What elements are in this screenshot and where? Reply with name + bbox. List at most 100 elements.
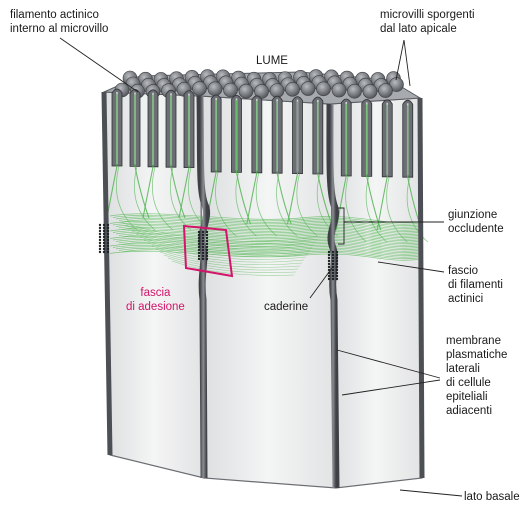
cadherin-dot — [99, 224, 101, 226]
cadherin-dot — [103, 233, 105, 235]
cadherin-dot — [202, 252, 204, 254]
cadherin-dot — [202, 249, 204, 251]
cadherin-dot — [103, 245, 105, 247]
cadherin-dot — [336, 278, 338, 280]
cadherin-dot — [332, 275, 334, 277]
microvillus-tip — [224, 83, 238, 97]
cadherin-dot — [328, 257, 330, 259]
cadherin-dot — [198, 243, 200, 245]
cadherin-dot — [328, 251, 330, 253]
cadherin-dot — [99, 251, 101, 253]
label-actin-filament: filamento actinico interno al microvillo — [10, 8, 108, 36]
cadherin-dot — [206, 243, 208, 245]
cadherin-dot — [198, 249, 200, 251]
cadherin-dot — [206, 252, 208, 254]
cadherin-dot — [332, 263, 334, 265]
cadherin-dot — [99, 227, 101, 229]
cadherin-dot — [336, 251, 338, 253]
cadherin-dot — [99, 230, 101, 232]
cadherin-dot — [107, 239, 109, 241]
cadherin-dot — [198, 252, 200, 254]
cadherin-dot — [336, 266, 338, 268]
microvillus-tip — [270, 84, 284, 98]
microvillus-tip — [301, 82, 315, 96]
membrane-right-edge — [420, 98, 422, 478]
label-basal-side: lato basale — [464, 490, 520, 504]
cadherin-dot — [328, 275, 330, 277]
cadherin-dot — [99, 236, 101, 238]
microvillus-tip — [363, 84, 377, 98]
cadherin-dot — [206, 237, 208, 239]
cadherin-dot — [206, 258, 208, 260]
cadherin-dot — [103, 251, 105, 253]
cadherin-dot — [336, 263, 338, 265]
cadherin-dot — [328, 278, 330, 280]
cadherin-dot — [107, 233, 109, 235]
cadherin-dot — [99, 248, 101, 250]
cadherin-dot — [206, 255, 208, 257]
label-microvilli: microvilli sporgenti dal lato apicale — [380, 8, 475, 36]
cadherin-dot — [198, 231, 200, 233]
cadherin-dot — [198, 258, 200, 260]
microvillus-tip — [193, 82, 207, 96]
cadherin-dot — [206, 240, 208, 242]
cadherin-dot — [336, 254, 338, 256]
cadherin-dot — [332, 257, 334, 259]
cadherin-dot — [103, 230, 105, 232]
cadherin-dot — [198, 237, 200, 239]
cadherin-dot — [107, 224, 109, 226]
cadherin-dot — [103, 248, 105, 250]
cadherin-dot — [206, 234, 208, 236]
cadherin-dot — [107, 230, 109, 232]
cadherin-dot — [99, 242, 101, 244]
cadherin-dot — [202, 231, 204, 233]
cadherin-dot — [202, 258, 204, 260]
cadherin-dot — [332, 272, 334, 274]
leader-microvilli-2 — [404, 40, 410, 86]
cadherin-dot — [107, 227, 109, 229]
cadherin-dot — [202, 243, 204, 245]
cadherin-dot — [328, 254, 330, 256]
label-lumen: LUME — [256, 54, 288, 68]
microvillus-tip — [332, 83, 346, 97]
cadherin-dot — [328, 260, 330, 262]
cadherin-dot — [336, 275, 338, 277]
cadherin-dot — [206, 246, 208, 248]
cadherin-dot — [328, 263, 330, 265]
cadherin-dot — [202, 246, 204, 248]
cadherin-dot — [336, 272, 338, 274]
cadherin-dot — [107, 245, 109, 247]
cadherin-dot — [202, 237, 204, 239]
microvillus-tip — [348, 84, 362, 98]
cadherin-dot — [103, 224, 105, 226]
cadherin-dot — [332, 278, 334, 280]
cadherin-dot — [202, 240, 204, 242]
cadherin-dot — [198, 246, 200, 248]
cadherin-dot — [336, 260, 338, 262]
microvillus-tip — [286, 82, 300, 96]
cadherin-dot — [107, 236, 109, 238]
cadherin-dot — [103, 239, 105, 241]
leader-basal — [400, 490, 462, 496]
cadherin-dot — [198, 255, 200, 257]
cadherin-dot — [336, 257, 338, 259]
cadherin-dot — [107, 242, 109, 244]
microvillus-tip — [208, 82, 222, 96]
cadherin-dot — [99, 239, 101, 241]
cadherin-dot — [332, 260, 334, 262]
leader-actin-filament — [60, 38, 138, 92]
cadherin-dot — [202, 255, 204, 257]
cadherin-dot — [99, 233, 101, 235]
cadherin-dot — [328, 266, 330, 268]
label-actin-bundle: fascio di filamenti actinici — [448, 264, 503, 306]
cadherin-dot — [206, 249, 208, 251]
cadherin-dot — [202, 234, 204, 236]
microvillus-tip — [379, 84, 393, 98]
cadherin-dot — [332, 266, 334, 268]
cadherin-dot — [206, 231, 208, 233]
cadherin-dot — [103, 227, 105, 229]
cadherin-dot — [107, 251, 109, 253]
cadherin-dot — [336, 269, 338, 271]
cadherin-dot — [198, 234, 200, 236]
